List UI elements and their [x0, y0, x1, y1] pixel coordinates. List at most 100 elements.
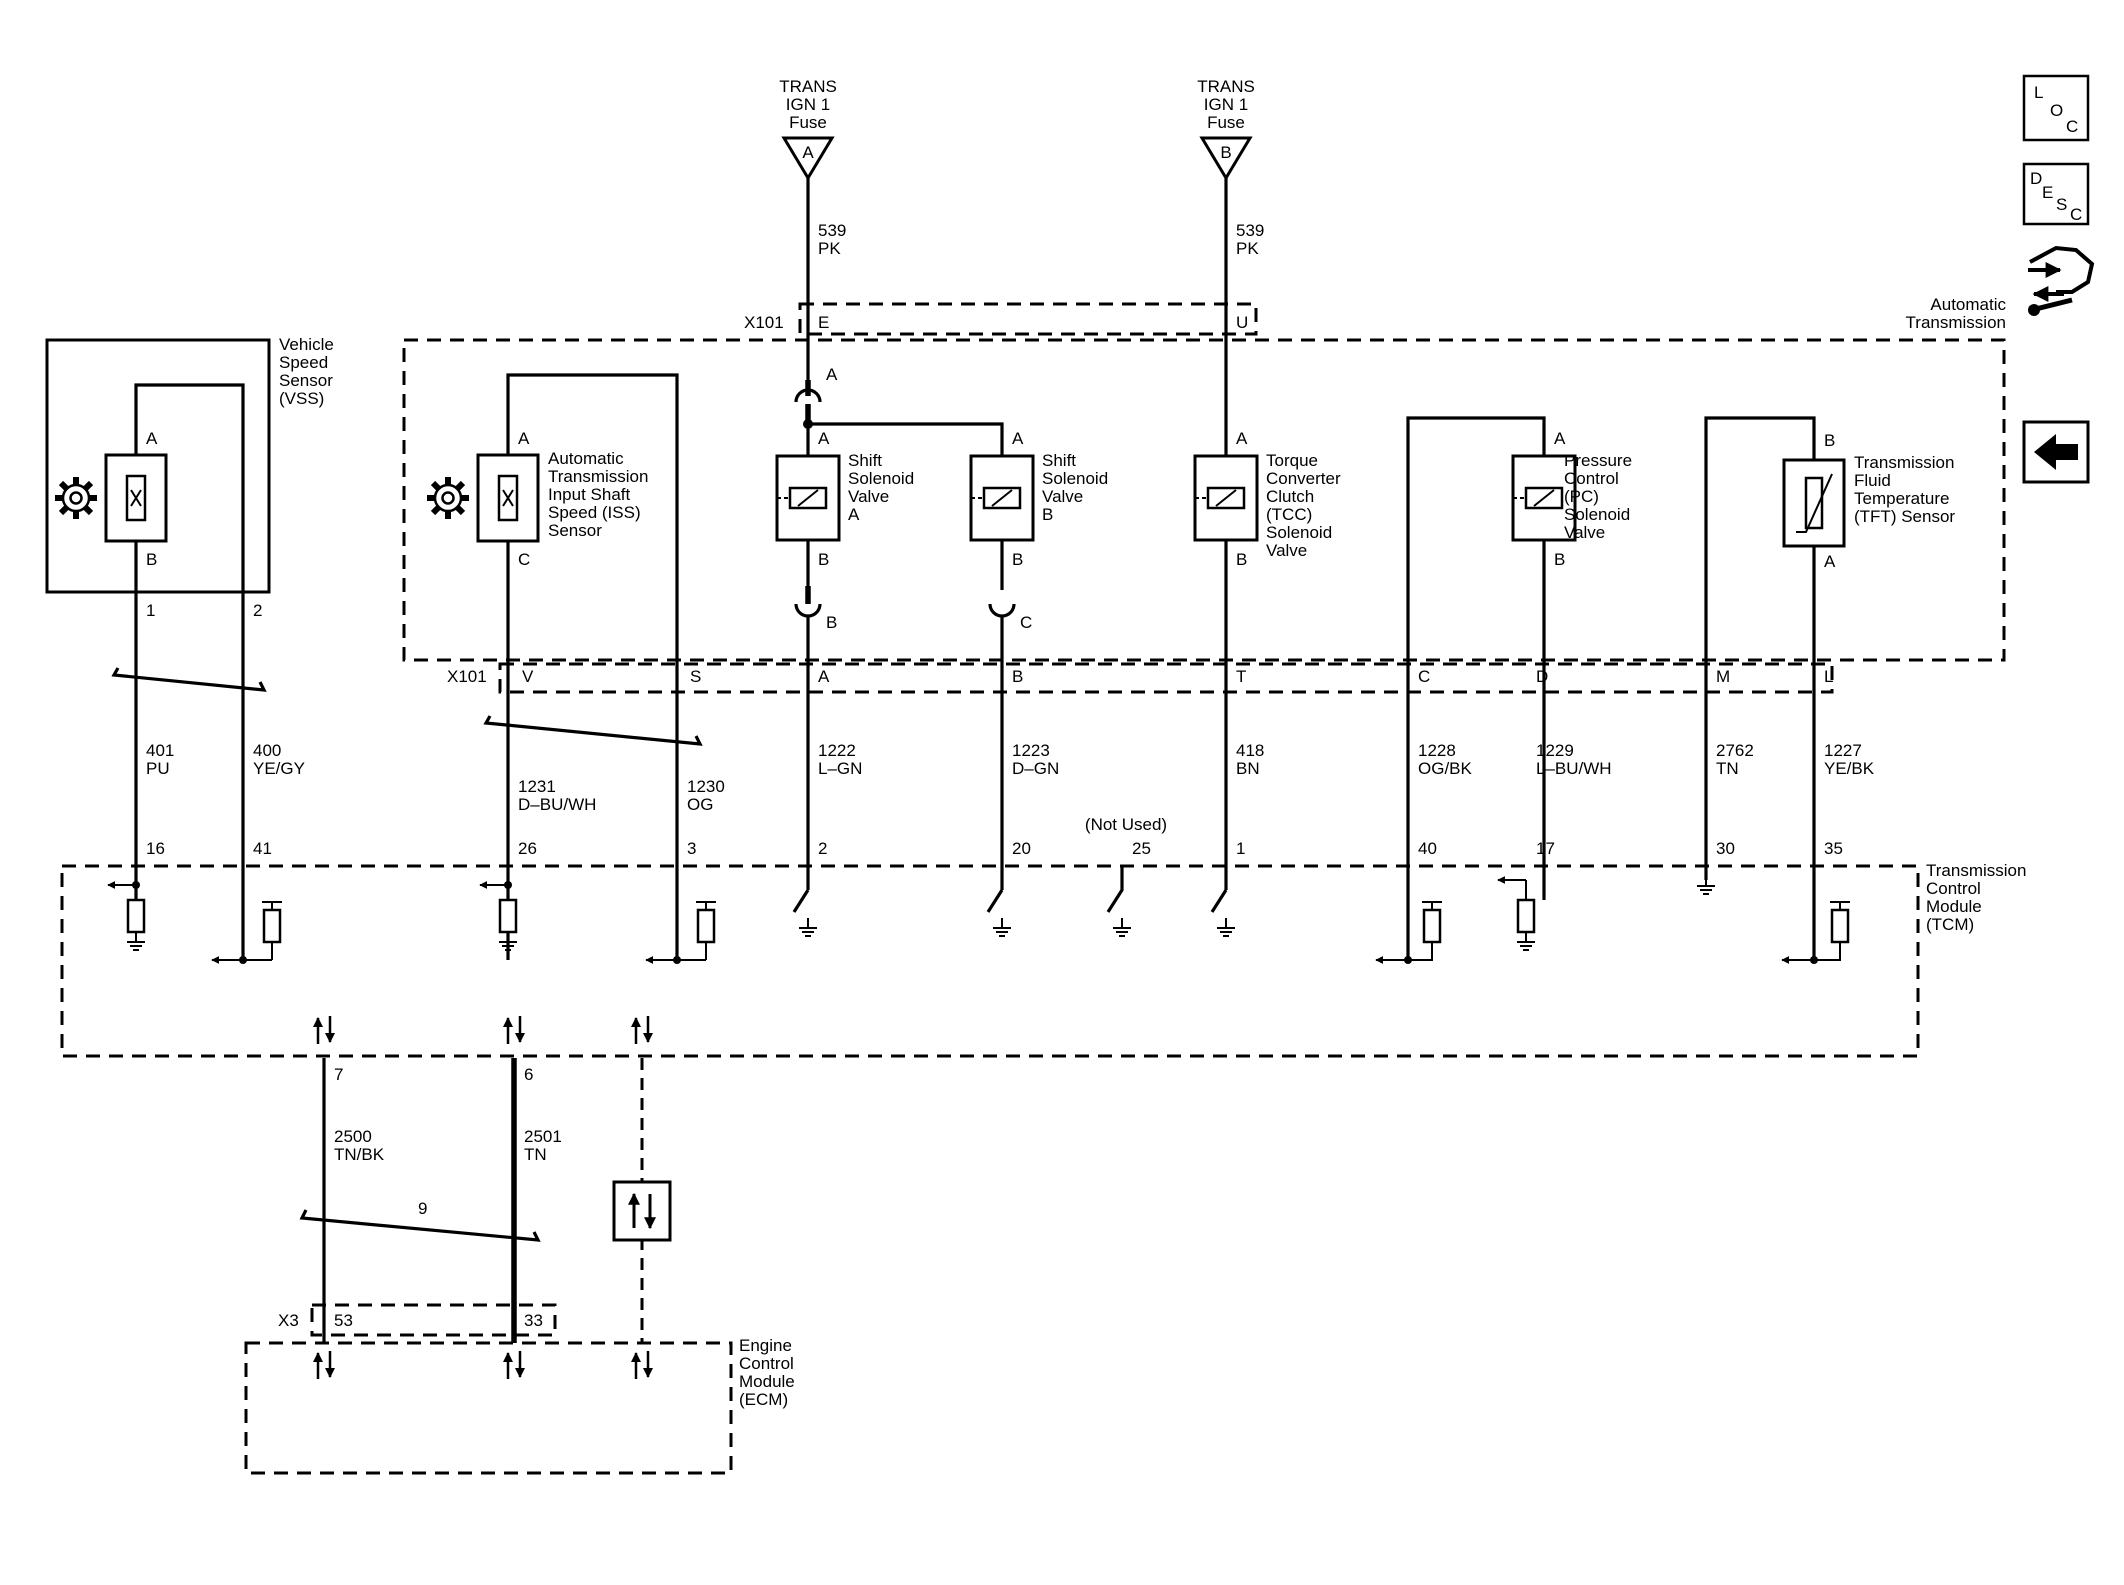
tcc-name-2: Converter	[1266, 469, 1341, 488]
tcm-pin-7: 7	[334, 1065, 343, 1084]
iss-name-3: Input Shaft	[548, 485, 631, 504]
ssa-name-2: Solenoid	[848, 469, 914, 488]
vss-box	[45, 338, 271, 594]
loc-letter-o: O	[2050, 101, 2063, 120]
tcm-pin-16: 16	[146, 839, 165, 858]
fuse-b-wire-color: PK	[1236, 239, 1259, 258]
tcm-label-3: Module	[1926, 897, 1982, 916]
x101-top-label: X101	[744, 313, 784, 332]
wire-1229-num: 1229	[1536, 741, 1574, 760]
iss-name-2: Transmission	[548, 467, 648, 486]
ecm-label-1: Engine	[739, 1336, 792, 1355]
wire-1222-color: L–GN	[818, 759, 862, 778]
ssa-name-1: Shift	[848, 451, 882, 470]
ssa-name-3: Valve	[848, 487, 889, 506]
loc-icon[interactable]: L O C	[2022, 74, 2090, 142]
x101-top-connector	[798, 302, 1258, 336]
twist-count: 9	[418, 1199, 427, 1218]
ssa-pin-bottom: B	[818, 550, 829, 569]
ssb-pin-top: A	[1012, 429, 1024, 448]
tcc-name-1: Torque	[1266, 451, 1318, 470]
tcm-pin-6: 6	[524, 1065, 533, 1084]
pc-pin-top: A	[1554, 429, 1566, 448]
tft-name-1: Transmission	[1854, 453, 1954, 472]
ecm-label-3: Module	[739, 1372, 795, 1391]
auto-trans-outline	[402, 338, 2006, 662]
iss-pin-top: A	[518, 429, 530, 448]
tcm-pin-1: 1	[1236, 839, 1245, 858]
tcc-name-6: Valve	[1266, 541, 1307, 560]
ecm-outline	[244, 1341, 733, 1475]
desc-letter-s: S	[2056, 195, 2067, 214]
tcm-pin-40: 40	[1418, 839, 1437, 858]
vss-pin-1: 1	[146, 601, 155, 620]
tcm-data-hs-arrows	[636, 1016, 648, 1044]
x101-pin-t: T	[1236, 667, 1246, 686]
wire-1227-num: 1227	[1824, 741, 1862, 760]
tft-pin-top: B	[1824, 431, 1835, 450]
vss-pin-2: 2	[253, 601, 262, 620]
pc-name-3: (PC)	[1564, 487, 1599, 506]
tcc-name-5: Solenoid	[1266, 523, 1332, 542]
back-arrow-icon[interactable]	[2022, 420, 2090, 484]
wire-2500-color: TN/BK	[334, 1145, 385, 1164]
wire-1231-num: 1231	[518, 777, 556, 796]
desc-icon[interactable]: D E S C	[2022, 162, 2090, 226]
auto-trans-label-2: Transmission	[1906, 313, 2006, 332]
tcm-pin-35: 35	[1824, 839, 1843, 858]
ecm-data-33-arrows	[508, 1351, 520, 1379]
x101-bottom-label: X101	[447, 667, 487, 686]
tcc-pin-top: A	[1236, 429, 1248, 448]
fuse-a-line2: IGN 1	[786, 95, 830, 114]
ecm-label-4: (ECM)	[739, 1390, 788, 1409]
fuse-a: TRANS IGN 1 Fuse A	[779, 77, 837, 181]
wire-2762-color: TN	[1716, 759, 1739, 778]
splice-top-label: A	[826, 365, 838, 384]
tcc-solenoid	[1193, 454, 1259, 542]
tcm-pin-20: 20	[1012, 839, 1031, 858]
tcm-data-6-arrows	[508, 1016, 520, 1044]
tcm-label-2: Control	[1926, 879, 1981, 898]
ssb-solenoid	[969, 454, 1035, 542]
wire-1223-color: D–GN	[1012, 759, 1059, 778]
ssb-name-4: B	[1042, 505, 1053, 524]
tcm-pin-26: 26	[518, 839, 537, 858]
pc-name-2: Control	[1564, 469, 1619, 488]
vss-pin-top: A	[146, 429, 158, 448]
ecm-data-53-arrows	[318, 1351, 330, 1379]
x101-pin-m: M	[1716, 667, 1730, 686]
wire-1228-color: OG/BK	[1418, 759, 1473, 778]
fuse-a-line1: TRANS	[779, 77, 837, 96]
tcm-pin-2: 2	[818, 839, 827, 858]
pc-name-5: Valve	[1564, 523, 1605, 542]
tcm-label-4: (TCM)	[1926, 915, 1974, 934]
tcm-outline	[60, 864, 1920, 1058]
wire-400-num: 400	[253, 741, 281, 760]
iss-name-4: Speed (ISS)	[548, 503, 641, 522]
wire-1230-num: 1230	[687, 777, 725, 796]
fuse-b-wire-num: 539	[1236, 221, 1264, 240]
connector-tool-icon[interactable]	[2028, 245, 2095, 316]
tcc-name-3: Clutch	[1266, 487, 1314, 506]
ecm-data-hs-arrows	[636, 1351, 648, 1379]
wire-418-num: 418	[1236, 741, 1264, 760]
x3-pin-53: 53	[334, 1311, 353, 1330]
vss-name-3: Sensor	[279, 371, 333, 390]
wire-2501-color: TN	[524, 1145, 547, 1164]
tcm-pin-41: 41	[253, 839, 272, 858]
pc-pin-bottom: B	[1554, 550, 1565, 569]
serial-data-box	[612, 1180, 672, 1242]
splice-ssb-label: C	[1020, 613, 1032, 632]
wire-2500-num: 2500	[334, 1127, 372, 1146]
fuse-a-wire-num: 539	[818, 221, 846, 240]
wire-1223-num: 1223	[1012, 741, 1050, 760]
wire-2762-num: 2762	[1716, 741, 1754, 760]
desc-letter-c: C	[2070, 205, 2082, 224]
desc-letter-e: E	[2042, 183, 2053, 202]
x101-bottom-connector	[498, 662, 1834, 694]
tcc-name-4: (TCC)	[1266, 505, 1312, 524]
ecm-label-2: Control	[739, 1354, 794, 1373]
pc-name-1: Pressure	[1564, 451, 1632, 470]
tft-name-2: Fluid	[1854, 471, 1891, 490]
iss-name-1: Automatic	[548, 449, 624, 468]
